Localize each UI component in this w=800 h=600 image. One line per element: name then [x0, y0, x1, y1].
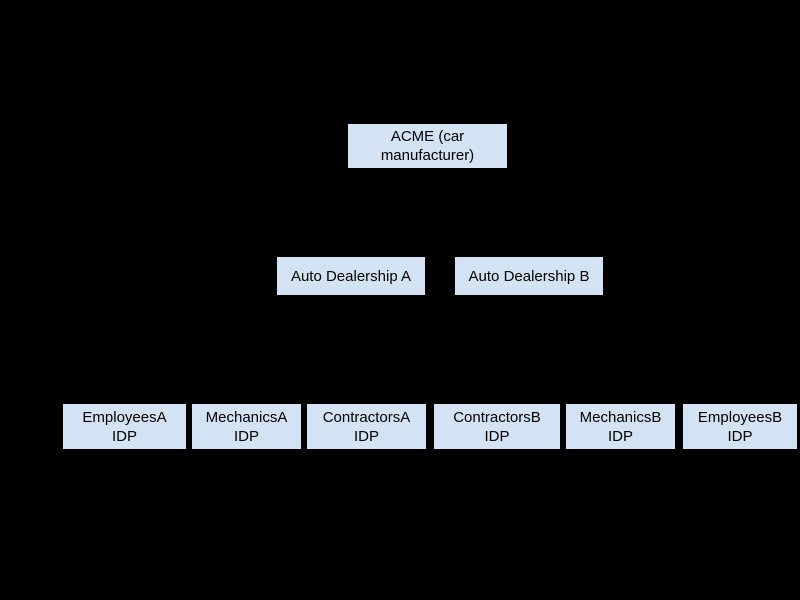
node-acme[interactable]: ACME (car manufacturer): [348, 124, 507, 168]
node-auto-dealership-a[interactable]: Auto Dealership A: [277, 257, 425, 295]
node-employeesb-idp-line2: IDP: [727, 427, 753, 445]
node-contractorsb-idp-line2: IDP: [484, 427, 510, 445]
node-auto-dealership-a-label: Auto Dealership A: [290, 267, 412, 285]
node-mechanicsa-idp[interactable]: MechanicsA IDP: [192, 404, 301, 449]
node-acme-line2: manufacturer): [380, 147, 475, 164]
node-mechanicsb-idp-line1: MechanicsB: [579, 408, 662, 426]
node-auto-dealership-b-label: Auto Dealership B: [468, 267, 590, 285]
node-employeesa-idp-line2: IDP: [111, 427, 137, 445]
node-contractorsb-idp[interactable]: ContractorsB IDP: [434, 404, 560, 449]
node-acme-line1: ACME (car: [390, 128, 465, 145]
node-mechanicsa-idp-line1: MechanicsA: [205, 408, 288, 426]
node-mechanicsa-idp-line2: IDP: [233, 427, 259, 445]
node-contractorsa-idp-line1: ContractorsA: [322, 408, 411, 426]
node-contractorsa-idp[interactable]: ContractorsA IDP: [307, 404, 426, 449]
node-employeesa-idp[interactable]: EmployeesA IDP: [63, 404, 186, 449]
node-employeesb-idp[interactable]: EmployeesB IDP: [683, 404, 797, 449]
node-employeesb-idp-line1: EmployeesB: [697, 408, 783, 426]
node-mechanicsb-idp-line2: IDP: [607, 427, 633, 445]
node-employeesa-idp-line1: EmployeesA: [82, 408, 167, 426]
node-contractorsb-idp-line1: ContractorsB: [453, 408, 541, 426]
node-auto-dealership-b[interactable]: Auto Dealership B: [455, 257, 603, 295]
node-mechanicsb-idp[interactable]: MechanicsB IDP: [566, 404, 675, 449]
node-contractorsa-idp-line2: IDP: [353, 427, 379, 445]
